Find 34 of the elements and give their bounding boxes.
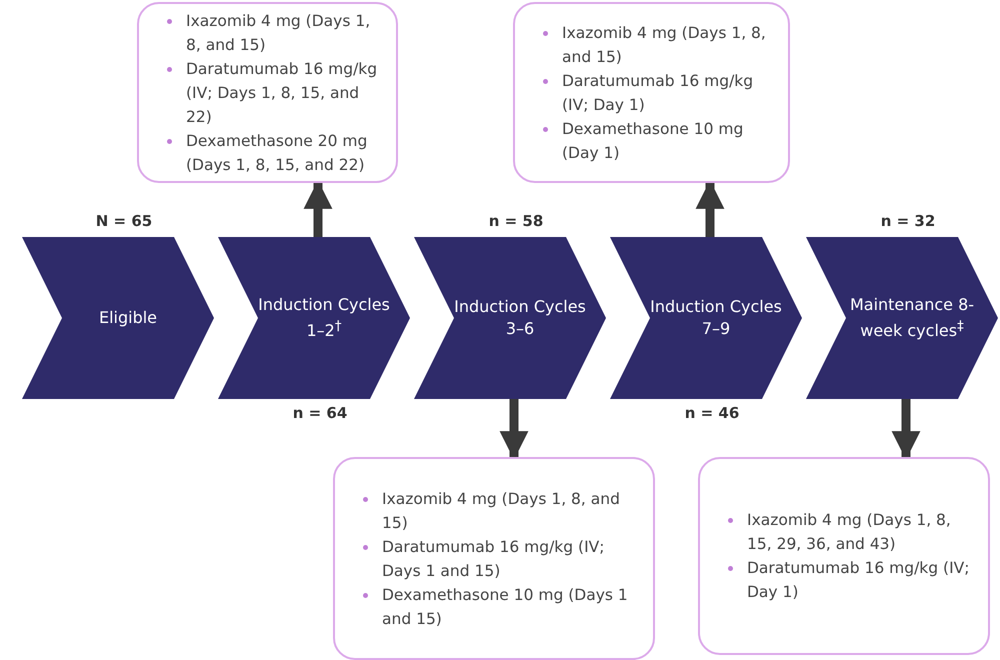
bullet-text: Daratumumab 16 mg/kg (IV; Days 1 and 15) xyxy=(382,536,606,582)
chevron-step xyxy=(414,237,606,399)
count-label: N = 65 xyxy=(96,212,152,230)
chevron-step xyxy=(806,237,998,399)
step-label: Induction Cycles 1–2$^{†}$ xyxy=(257,294,391,342)
chevron-step xyxy=(610,237,802,399)
step-label: Induction Cycles 7–9 xyxy=(649,296,783,340)
bullet-text: Daratumumab 16 mg/kg (IV; Day 1) xyxy=(747,558,970,603)
bullet-text: Ixazomib 4 mg (Days 1, 8, and 15) xyxy=(186,10,372,56)
arrow xyxy=(500,399,528,460)
chevron-step xyxy=(218,237,410,399)
bullet-text: Dexamethasone 10 mg (Days 1 and 15) xyxy=(382,584,629,630)
bullet-text: Ixazomib 4 mg (Days 1, 8, 15, 29, 36, and 43) xyxy=(747,510,952,555)
arrow xyxy=(696,180,724,237)
arrow xyxy=(304,180,332,237)
arrow xyxy=(892,399,920,460)
chevron-step xyxy=(22,237,214,399)
step-label: Eligible xyxy=(98,307,158,329)
dose-box xyxy=(333,457,655,660)
bullet-text: Ixazomib 4 mg (Days 1, 8, and 15) xyxy=(562,22,767,68)
bullet-text: Ixazomib 4 mg (Days 1, 8, and 15) xyxy=(382,488,621,534)
bullet-text: Daratumumab 16 mg/kg (IV; Day 1) xyxy=(562,70,754,116)
count-label: n = 64 xyxy=(292,404,348,422)
bullet-text: Dexamethasone 20 mg (Days 1, 8, 15, and 22) xyxy=(186,130,368,176)
count-label: n = 58 xyxy=(488,212,544,230)
step-label: Maintenance 8-week cycles$^{‡}$ xyxy=(848,294,976,342)
bullet-text: Daratumumab 16 mg/kg (IV; Days 1, 8, 15, and 22) xyxy=(186,58,378,128)
step-label: Induction Cycles 3–6 xyxy=(453,296,587,340)
count-label: n = 32 xyxy=(880,212,936,230)
bullet-text: Dexamethasone 10 mg (Day 1) xyxy=(562,118,744,164)
dose-box xyxy=(137,2,398,183)
count-label: n = 46 xyxy=(684,404,740,422)
dose-box xyxy=(698,457,990,655)
dose-box xyxy=(513,2,790,183)
